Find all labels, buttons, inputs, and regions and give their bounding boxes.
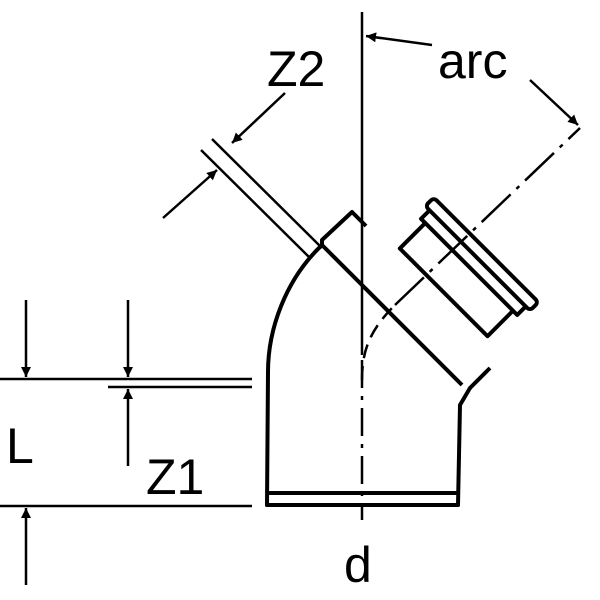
upper-inner-wall-right — [468, 366, 492, 390]
z2-extension-2 — [211, 138, 323, 249]
label-z1: Z1 — [146, 449, 204, 505]
arc-arrow-right — [529, 79, 579, 126]
spigot-end — [397, 197, 539, 339]
z2-extension-1 — [200, 149, 311, 259]
label-d: d — [344, 537, 372, 593]
diagonal-centerline — [394, 127, 581, 306]
z2-dimension — [162, 92, 323, 259]
centerlines — [360, 12, 581, 520]
arc-arrow-left — [365, 32, 433, 47]
spigot-rim — [424, 197, 539, 312]
label-l: L — [6, 418, 34, 474]
left-outer-wall — [265, 243, 324, 507]
diagonal-seam — [320, 243, 464, 387]
l-z1-dimensions — [0, 300, 252, 585]
right-outer-wall — [456, 386, 472, 507]
upper-section-walls — [320, 210, 492, 390]
upper-inner-wall-left — [350, 210, 368, 228]
z2-arrow-lower — [162, 169, 218, 219]
upper-left-shoulder — [320, 210, 354, 247]
label-arc: arc — [438, 33, 507, 89]
arc-dimension — [365, 32, 579, 126]
z2-arrow-upper — [231, 92, 286, 144]
label-z2: Z2 — [267, 41, 325, 97]
bend-centerline — [360, 304, 396, 381]
